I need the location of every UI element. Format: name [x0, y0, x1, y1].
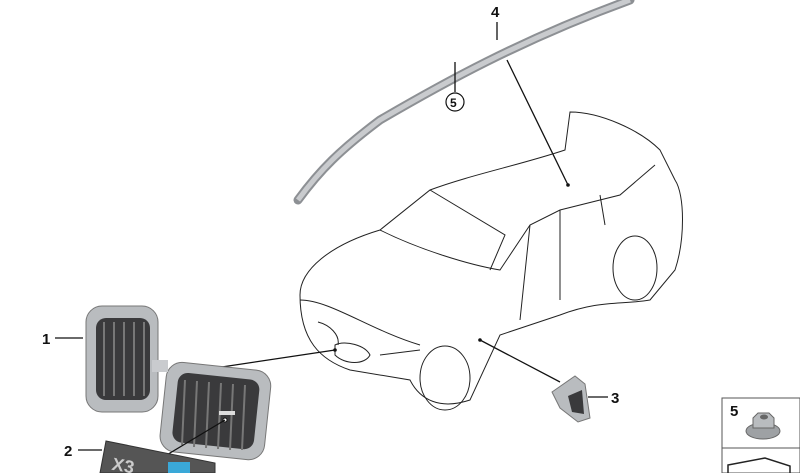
callout-4: 4 [491, 4, 500, 21]
car-outline [299, 111, 683, 411]
legend-label-5: 5 [730, 403, 738, 420]
callout-2: 2 [64, 443, 72, 460]
callout-3: 3 [611, 390, 619, 407]
callout-5: 5 [450, 96, 457, 110]
x3-badge-part[interactable]: X3 [99, 440, 216, 473]
clip-profile-icon [727, 457, 791, 473]
roof-rail-part[interactable] [293, 0, 635, 205]
nut-icon [745, 412, 781, 440]
callout-5-circle [445, 92, 465, 112]
attach-point-4 [566, 183, 570, 187]
trim-clip-part[interactable] [551, 375, 591, 423]
badge-text: X3 [111, 454, 134, 473]
callout-1: 1 [42, 331, 50, 348]
leader-line-4 [506, 59, 569, 186]
kidney-grille-part[interactable] [85, 305, 272, 461]
leader-line-3-car [479, 339, 561, 383]
legend-box: 5 [721, 397, 800, 473]
leader-line-1-car [214, 349, 336, 369]
leader-line-2-grille [164, 419, 226, 457]
